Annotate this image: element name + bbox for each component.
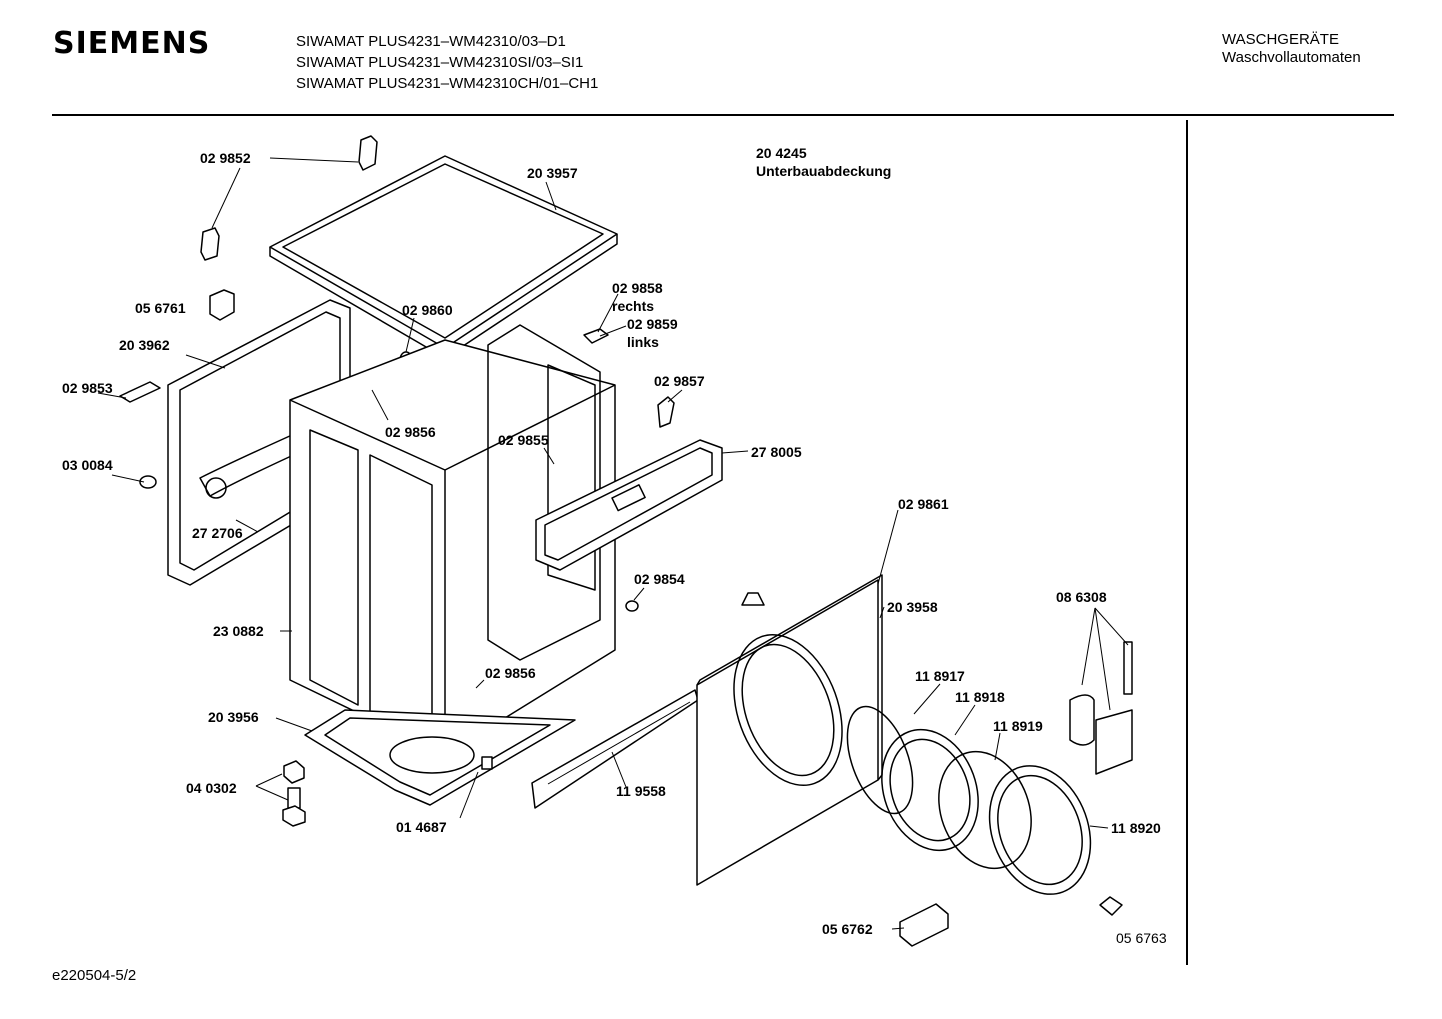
door-assembly-drawing bbox=[846, 705, 1092, 895]
bracket-drawing bbox=[899, 903, 949, 947]
part-label: 05 6761 bbox=[135, 300, 186, 316]
part-label: 02 9852 bbox=[200, 150, 251, 166]
part-label: 20 3957 bbox=[527, 165, 578, 181]
header-divider bbox=[52, 114, 1394, 116]
part-label: 11 9558 bbox=[616, 783, 666, 799]
model-line: SIWAMAT PLUS4231–WM42310CH/01–CH1 bbox=[296, 75, 599, 92]
part-label: 02 9855 bbox=[498, 432, 549, 448]
category-subtitle: Waschvollautomaten bbox=[1222, 49, 1361, 66]
document-id: e220504-5/2 bbox=[52, 967, 137, 984]
part-label: 02 9860 bbox=[402, 302, 453, 318]
front-panel-drawing bbox=[696, 574, 883, 886]
model-line: SIWAMAT PLUS4231–WM42310SI/03–SI1 bbox=[296, 54, 584, 71]
model-list: SIWAMAT PLUS4231–WM42310/03–D1 SIWAMAT P… bbox=[296, 31, 598, 94]
right-margin-divider bbox=[1186, 120, 1188, 965]
control-panel-frame-drawing bbox=[535, 439, 723, 571]
part-label: 02 9856 bbox=[485, 665, 536, 681]
note-label: Unterbauabdeckung bbox=[756, 163, 891, 179]
note-part-number: 20 4245 bbox=[756, 145, 807, 161]
foot-drawing bbox=[282, 760, 306, 827]
part-label: 08 6308 bbox=[1056, 589, 1107, 605]
leader-lines bbox=[97, 157, 1129, 930]
top-cover-drawing bbox=[269, 155, 618, 359]
part-label: 02 9859 bbox=[627, 316, 678, 332]
part-label: 02 9854 bbox=[634, 571, 685, 587]
brand-logo: SIEMENS bbox=[53, 26, 211, 61]
model-line: SIWAMAT PLUS4231–WM42310/03–D1 bbox=[296, 33, 566, 50]
part-label: 03 0084 bbox=[62, 457, 113, 473]
part-label: 02 9861 bbox=[898, 496, 949, 512]
part-label: 05 6762 bbox=[822, 921, 873, 937]
kick-plate-drawing bbox=[531, 689, 699, 809]
part-label: 27 2706 bbox=[192, 525, 243, 541]
part-label: 20 3958 bbox=[887, 599, 938, 615]
part-label: 02 9856 bbox=[385, 424, 436, 440]
part-label: 20 3962 bbox=[119, 337, 170, 353]
part-label: 11 8917 bbox=[915, 668, 965, 684]
part-label: 20 3956 bbox=[208, 709, 259, 725]
part-label: 05 6763 bbox=[1116, 930, 1167, 946]
part-labels: 20 4245 Unterbauabdeckung 02 9852 20 395… bbox=[62, 145, 1167, 946]
part-label: 01 4687 bbox=[396, 819, 447, 835]
part-label: 23 0882 bbox=[213, 623, 264, 639]
category-title: WASCHGERÄTE bbox=[1222, 31, 1339, 48]
side-label: links bbox=[627, 334, 659, 350]
category: WASCHGERÄTE Waschvollautomaten bbox=[1222, 31, 1361, 67]
side-label: rechts bbox=[612, 298, 654, 314]
part-label: 04 0302 bbox=[186, 780, 237, 796]
part-label: 11 8919 bbox=[993, 718, 1043, 734]
part-label: 02 9857 bbox=[654, 373, 705, 389]
hinge-drawing bbox=[1069, 641, 1133, 916]
cabinet-frame-drawing bbox=[289, 324, 616, 756]
part-label: 27 8005 bbox=[751, 444, 802, 460]
part-label: 02 9853 bbox=[62, 380, 113, 396]
part-label: 11 8918 bbox=[955, 689, 1005, 705]
part-label: 02 9858 bbox=[612, 280, 663, 296]
base-plate-drawing bbox=[304, 709, 576, 806]
part-label: 11 8920 bbox=[1111, 820, 1161, 836]
